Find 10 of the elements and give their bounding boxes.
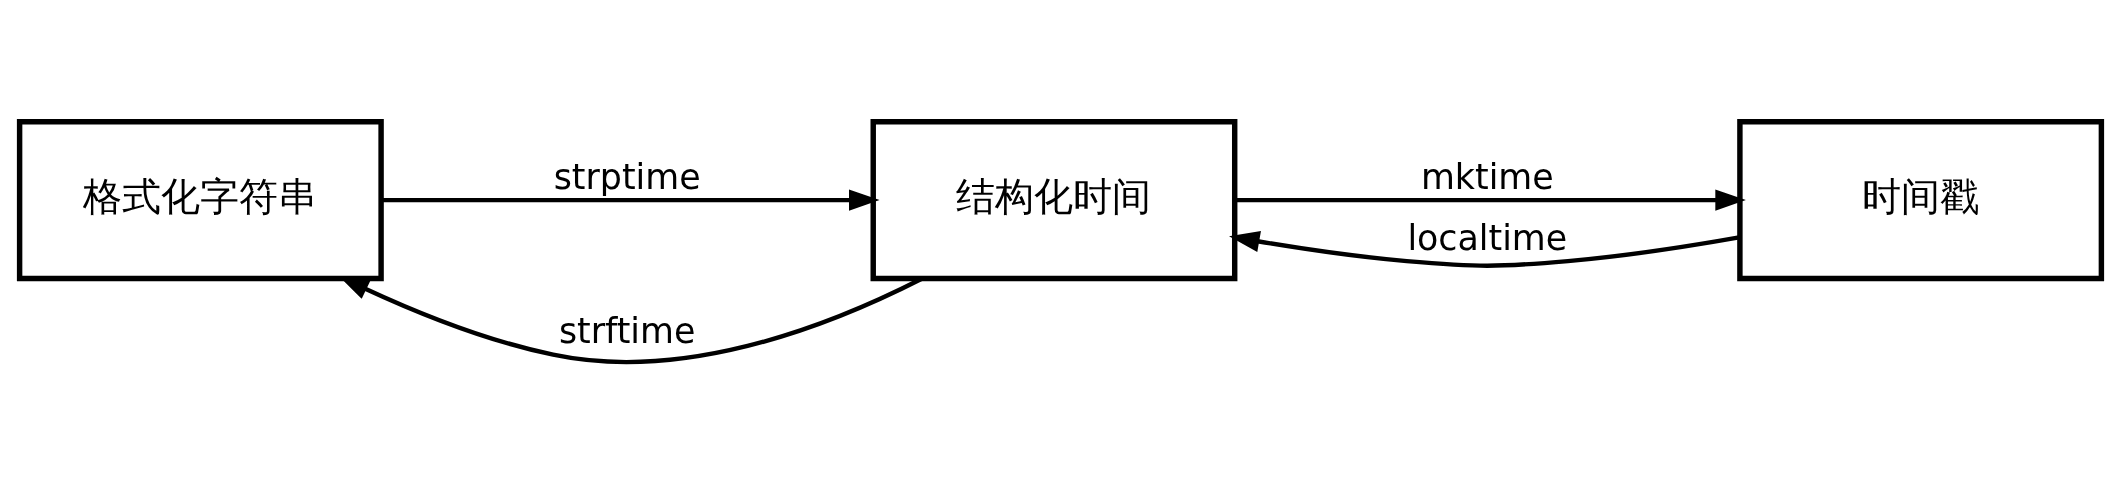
- edge-label: localtime: [1407, 217, 1568, 258]
- node-box: 结构化时间: [870, 118, 1238, 281]
- arrow: [1229, 230, 1740, 268]
- arrow: [381, 188, 880, 211]
- edge-label: strptime: [553, 156, 701, 197]
- edge-label: strftime: [558, 310, 696, 351]
- edge-label: mktime: [1420, 156, 1554, 197]
- node-box: 时间戳: [1737, 118, 2105, 281]
- node-box: 格式化字符串: [16, 118, 384, 281]
- arrow: [1234, 188, 1746, 211]
